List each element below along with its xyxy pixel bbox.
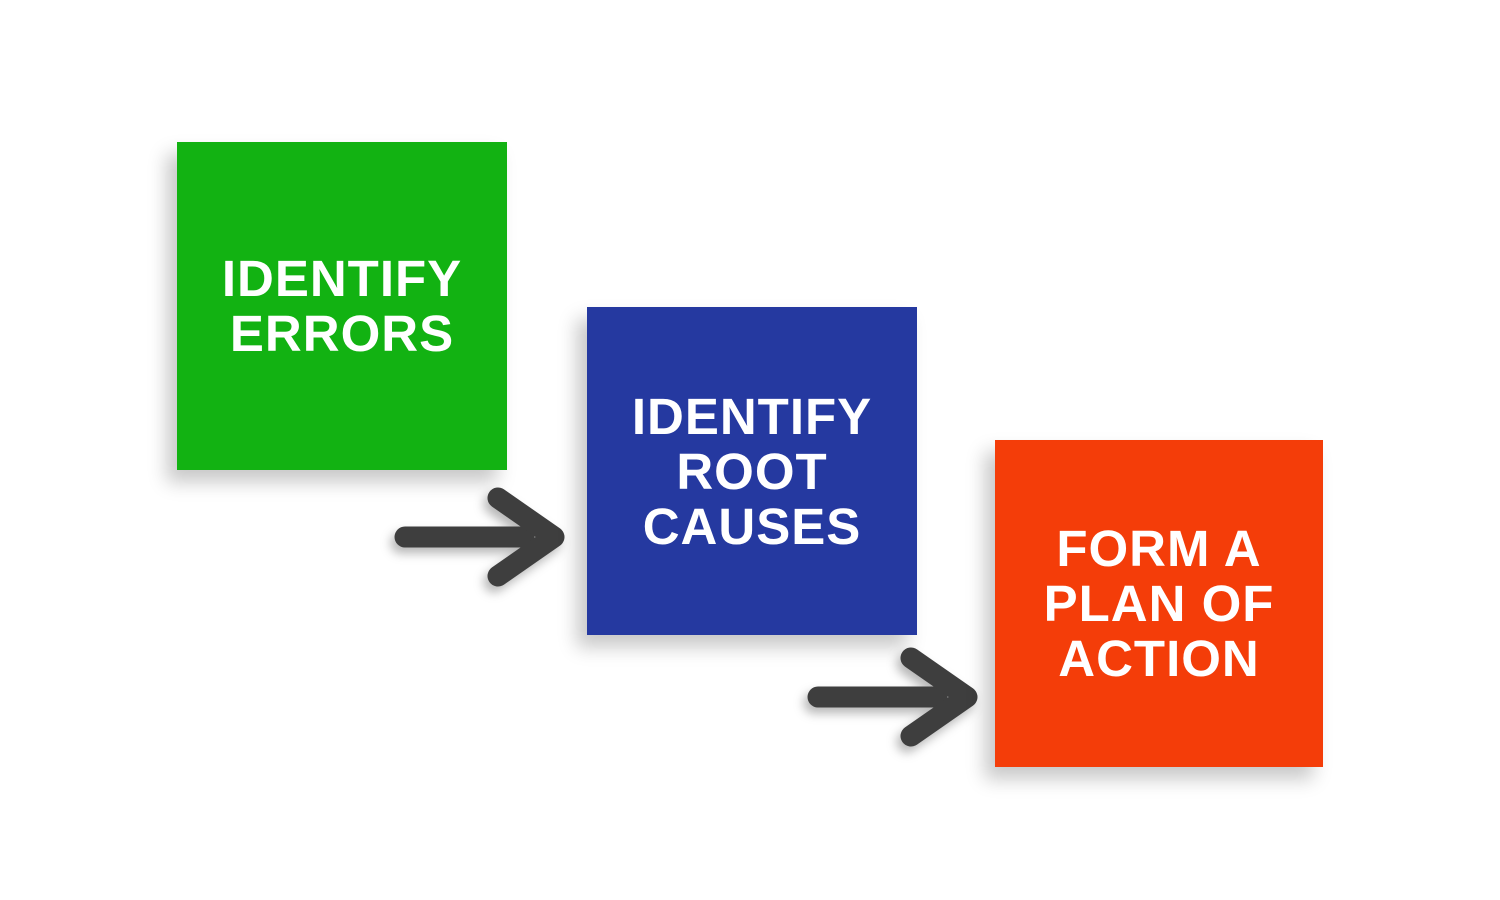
right-arrow-icon	[394, 487, 565, 587]
step-label-identify-root-causes: IDENTIFY ROOT CAUSES	[631, 387, 873, 555]
step-box-form-a-plan-of-action: FORM A PLAN OF ACTION	[995, 440, 1323, 767]
step-box-identify-errors: IDENTIFY ERRORS	[177, 142, 507, 470]
step-label-identify-errors: IDENTIFY ERRORS	[221, 250, 463, 362]
step-label-form-a-plan-of-action: FORM A PLAN OF ACTION	[1043, 520, 1275, 687]
step-box-identify-root-causes: IDENTIFY ROOT CAUSES	[587, 307, 917, 635]
right-arrow-icon	[807, 647, 978, 747]
